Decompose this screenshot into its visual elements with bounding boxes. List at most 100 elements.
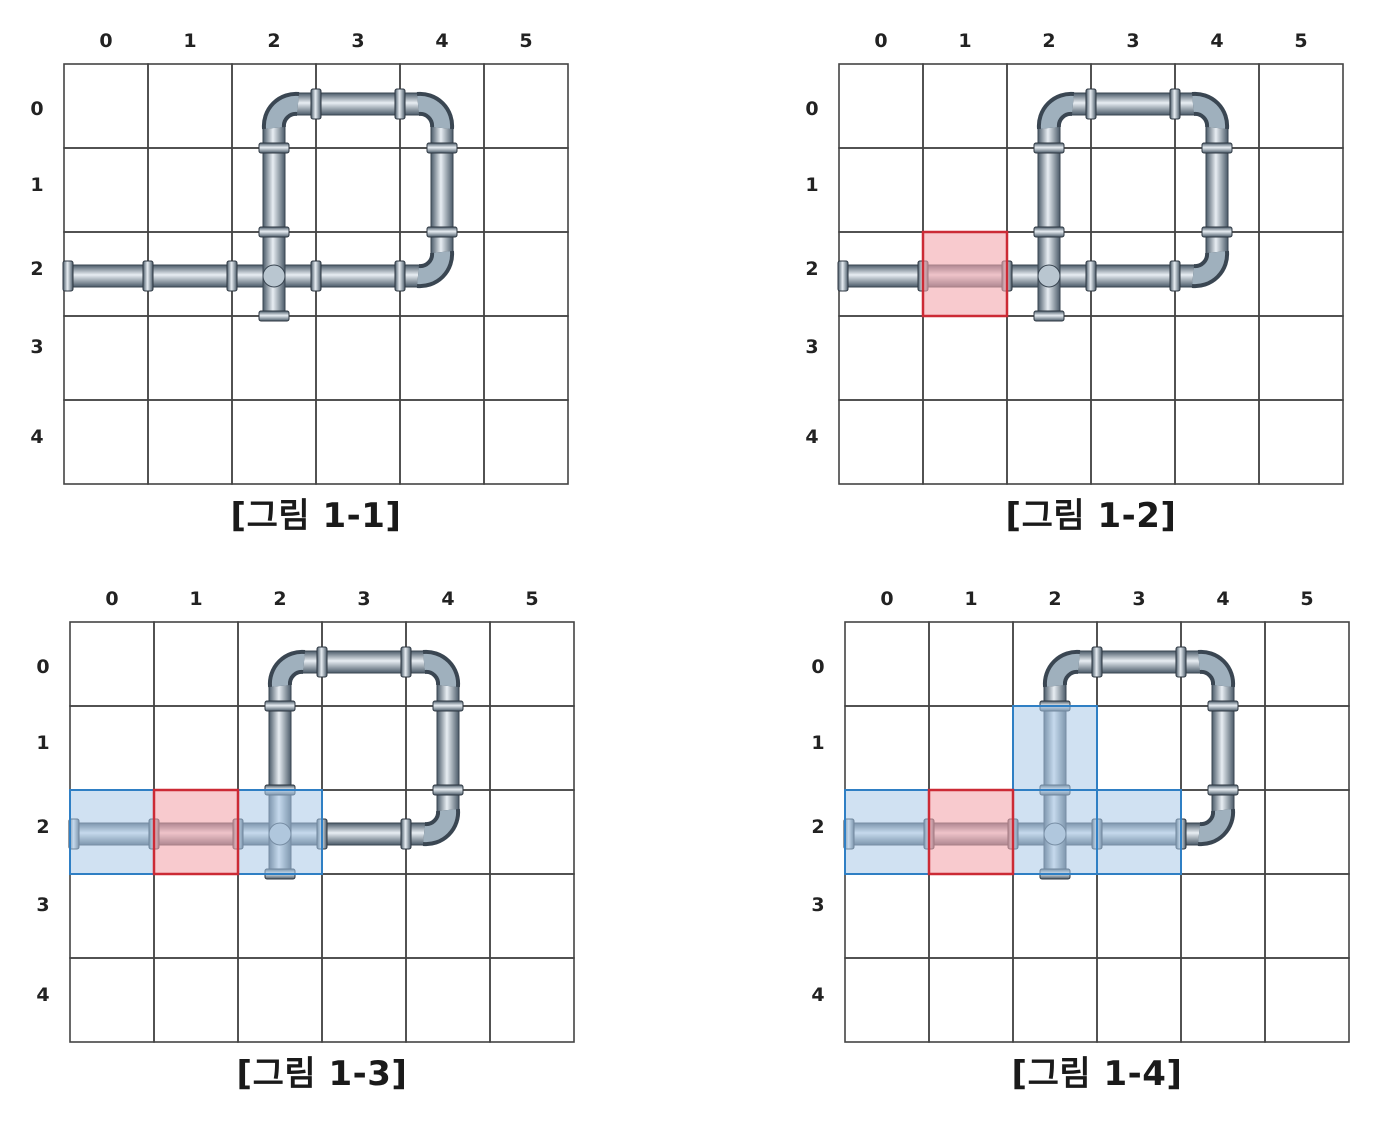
pipe-flange [426, 142, 458, 154]
grid-cell [1258, 63, 1344, 149]
highlight-visited-cell [237, 789, 323, 875]
pipe-flange [426, 226, 458, 238]
pipe-elbow-highlight [271, 653, 305, 687]
grid-cell [844, 705, 930, 791]
figure-caption: [그림 1-1] [230, 496, 402, 536]
grid-cell [231, 315, 317, 401]
pipe-segment [1037, 125, 1061, 319]
pipe-flange [1085, 260, 1097, 292]
pipe-elbow-highlight [423, 809, 457, 843]
column-label: 3 [1126, 30, 1140, 52]
grid-cell [483, 147, 569, 233]
row-label: 2 [811, 816, 825, 838]
row-label: 1 [36, 732, 50, 754]
pipe-elbow-highlight [1192, 95, 1226, 129]
grid-cell [63, 399, 149, 485]
pipe-flange [1033, 142, 1065, 154]
highlight-visited-cell [1096, 789, 1182, 875]
grid-cell [69, 873, 155, 959]
column-label: 2 [273, 588, 287, 610]
grid-cell [838, 399, 924, 485]
grid-cell [928, 621, 1014, 707]
column-label: 5 [1300, 588, 1314, 610]
pipe-grid-diagram [62, 63, 569, 485]
pipe-elbow-highlight [1198, 809, 1232, 843]
pipe-flange [394, 260, 406, 292]
grid-cell [1264, 873, 1350, 959]
grid-cell [838, 147, 924, 233]
pipe-grid-diagram [68, 621, 575, 1043]
figure-caption: [그림 1-2] [1005, 496, 1177, 536]
pipe-flange [316, 646, 328, 678]
grid-cell [922, 315, 1008, 401]
pipe-flange [1091, 646, 1103, 678]
pipe-flange [837, 260, 849, 292]
pipe-flange [142, 260, 154, 292]
grid-cell [63, 147, 149, 233]
row-label: 4 [36, 984, 50, 1006]
row-label: 3 [805, 336, 819, 358]
grid-cell [483, 231, 569, 317]
grid-cell [1258, 147, 1344, 233]
grid-cell [1096, 873, 1182, 959]
pipe-flange [1207, 784, 1239, 796]
grid-cell [1012, 873, 1098, 959]
pipe-flange [1201, 142, 1233, 154]
pipe-elbow-highlight [417, 251, 451, 285]
grid-cell [922, 147, 1008, 233]
highlights [844, 705, 1182, 876]
highlights [69, 788, 323, 876]
grid-cell [483, 63, 569, 149]
column-label: 3 [357, 588, 371, 610]
pipe-flange [394, 88, 406, 120]
pipe-elbow-highlight [1046, 653, 1080, 687]
grid-cell [844, 621, 930, 707]
pipe-flange [432, 700, 464, 712]
grid-cell [153, 621, 239, 707]
grid-cell [1012, 957, 1098, 1043]
pipe-flange [1169, 88, 1181, 120]
row-label: 4 [805, 426, 819, 448]
grid-cell [237, 873, 323, 959]
grid-cell [1258, 315, 1344, 401]
grid-cell [1090, 315, 1176, 401]
column-label: 5 [1294, 30, 1308, 52]
row-label: 1 [805, 174, 819, 196]
grid-cell [1264, 621, 1350, 707]
column-label: 1 [183, 30, 197, 52]
column-label: 0 [105, 588, 119, 610]
grid-cell [315, 147, 401, 233]
figure-caption: [그림 1-3] [236, 1054, 408, 1094]
grid-cell [147, 147, 233, 233]
grid-cell [69, 957, 155, 1043]
row-label: 0 [36, 656, 50, 678]
column-label: 5 [525, 588, 539, 610]
highlight-visited-cell [844, 789, 930, 875]
grid-cell [231, 399, 317, 485]
pipe-flange [1033, 226, 1065, 238]
column-label: 3 [1132, 588, 1146, 610]
pipe-elbow-highlight [417, 95, 451, 129]
grid-cell [922, 63, 1008, 149]
column-label: 0 [880, 588, 894, 610]
grid-cell [63, 63, 149, 149]
grid-cell [928, 957, 1014, 1043]
highlight-visited-cell [69, 789, 155, 875]
grid-cell [489, 621, 575, 707]
grid-cell [1090, 147, 1176, 233]
grid-cell [405, 957, 491, 1043]
grid-cell [928, 873, 1014, 959]
grid-cell [147, 399, 233, 485]
column-label: 3 [351, 30, 365, 52]
pipe-segment [840, 264, 1196, 288]
row-label: 4 [811, 984, 825, 1006]
row-label: 3 [36, 894, 50, 916]
row-label: 0 [30, 98, 44, 120]
highlights [921, 230, 1009, 318]
pipe-flange [226, 260, 238, 292]
highlight-visited-cell [1012, 789, 1098, 875]
highlight-visited-cell [1012, 705, 1098, 791]
grid-cell [1264, 957, 1350, 1043]
